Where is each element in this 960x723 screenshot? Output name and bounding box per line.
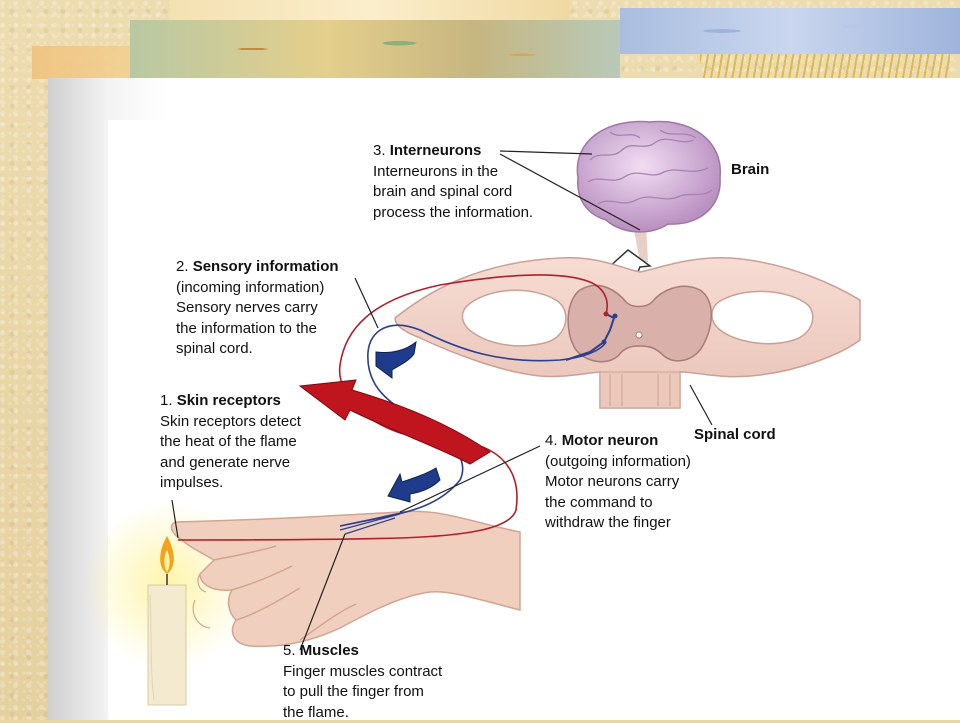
label-sensory-information: 2. Sensory information (incoming informa…	[176, 257, 339, 360]
spinal-cord-illustration	[395, 258, 860, 408]
label-line: to pull the finger from	[283, 682, 442, 703]
label-interneurons: 3. Interneurons Interneurons in the brai…	[373, 141, 533, 223]
label-number: 5.	[283, 642, 296, 659]
sensory-arrow-icon	[300, 380, 490, 464]
label-line: Interneurons in the	[373, 162, 533, 183]
brain-illustration	[577, 122, 720, 262]
label-skin-receptors: 1. Skin receptors Skin receptors detect …	[160, 391, 301, 494]
label-line: Motor neurons carry	[545, 472, 691, 493]
label-title: Motor neuron	[562, 432, 659, 449]
label-title: Muscles	[300, 642, 359, 659]
label-line: process the information.	[373, 203, 533, 224]
label-muscles: 5. Muscles Finger muscles contract to pu…	[283, 641, 442, 723]
label-line: and generate nerve	[160, 453, 301, 474]
label-number: 2.	[176, 258, 189, 275]
label-line: impulses.	[160, 473, 301, 494]
label-line: spinal cord.	[176, 339, 339, 360]
label-line: withdraw the finger	[545, 513, 691, 534]
label-number: 4.	[545, 432, 558, 449]
label-line: the command to	[545, 493, 691, 514]
tag-spinal-cord: Spinal cord	[694, 426, 776, 443]
label-line: brain and spinal cord	[373, 182, 533, 203]
label-line: Sensory nerves carry	[176, 298, 339, 319]
label-title: Interneurons	[390, 142, 482, 159]
tag-brain: Brain	[731, 161, 769, 178]
motor-arrow-upper-icon	[376, 342, 416, 378]
label-line: (outgoing information)	[545, 452, 691, 473]
label-title: Skin receptors	[177, 392, 281, 409]
label-line: the heat of the flame	[160, 432, 301, 453]
label-line: the information to the	[176, 319, 339, 340]
label-line: Finger muscles contract	[283, 662, 442, 683]
label-number: 3.	[373, 142, 386, 159]
label-motor-neuron: 4. Motor neuron (outgoing information) M…	[545, 431, 691, 534]
label-number: 1.	[160, 392, 173, 409]
label-line: Skin receptors detect	[160, 412, 301, 433]
label-title: Sensory information	[193, 258, 339, 275]
label-line: (incoming information)	[176, 278, 339, 299]
